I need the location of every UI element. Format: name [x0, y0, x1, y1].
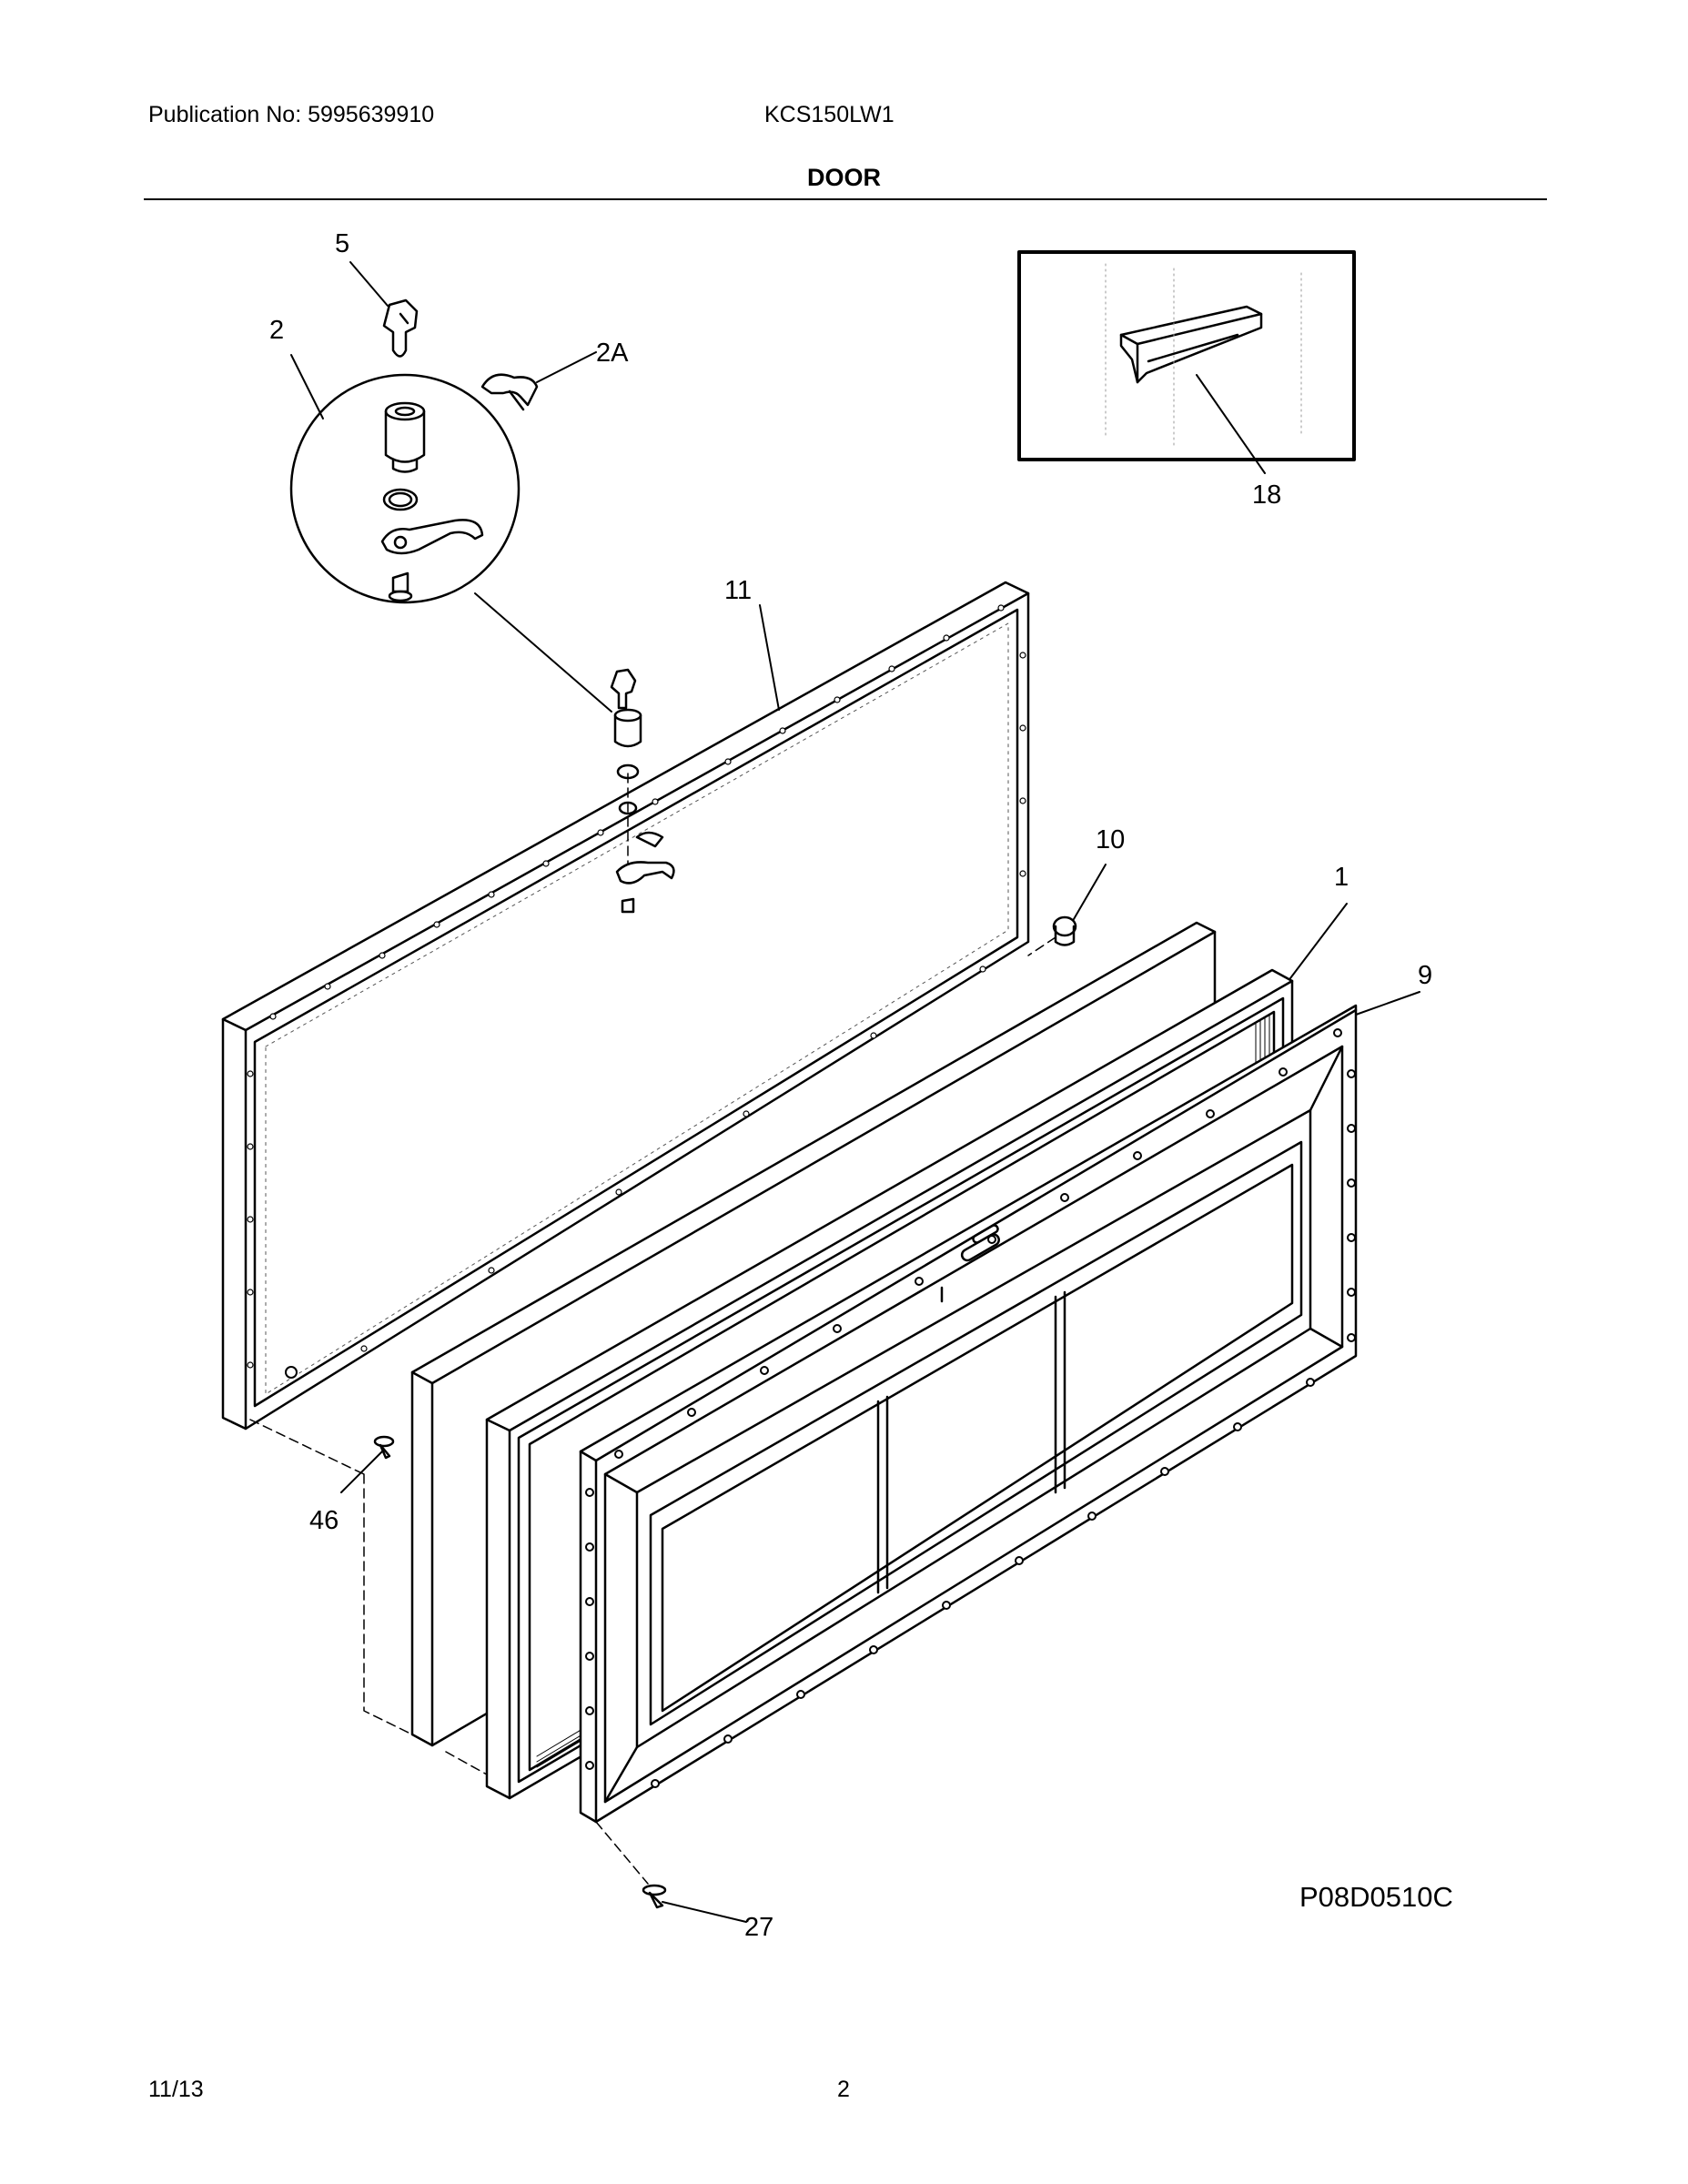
footer-date: 11/13	[148, 2077, 204, 2102]
callout-2: 2	[269, 316, 284, 345]
leader-lines	[290, 261, 1420, 1923]
assembly-dash-lines	[249, 773, 1056, 1885]
publication-number: Publication No: 5995639910	[148, 102, 435, 127]
callout-2a: 2A	[596, 339, 629, 368]
callout-11: 11	[724, 576, 752, 605]
outer-door-panel	[221, 581, 1030, 1431]
callout-27: 27	[744, 1913, 773, 1942]
door-bumper	[1052, 915, 1077, 946]
callout-18: 18	[1252, 480, 1281, 510]
header-divider	[144, 198, 1547, 200]
screw-27	[642, 1884, 667, 1909]
model-number: KCS150LW1	[764, 102, 895, 127]
lock-assembly-installed	[610, 668, 675, 914]
callout-9: 9	[1418, 961, 1432, 990]
lock-clip	[480, 373, 539, 411]
callout-5: 5	[335, 229, 349, 258]
callout-10: 10	[1096, 825, 1125, 854]
inner-door-liner	[579, 1004, 1358, 1824]
lock-detail-circle	[289, 373, 521, 604]
drawing-code: P08D0510C	[1299, 1881, 1453, 1913]
lock-key	[382, 298, 419, 358]
footer-page-number: 2	[837, 2077, 850, 2102]
page-title: DOOR	[807, 164, 881, 191]
callout-46: 46	[309, 1506, 339, 1535]
screw-46	[373, 1435, 395, 1460]
handle-inset-box	[1017, 250, 1356, 461]
callout-1: 1	[1334, 863, 1349, 892]
